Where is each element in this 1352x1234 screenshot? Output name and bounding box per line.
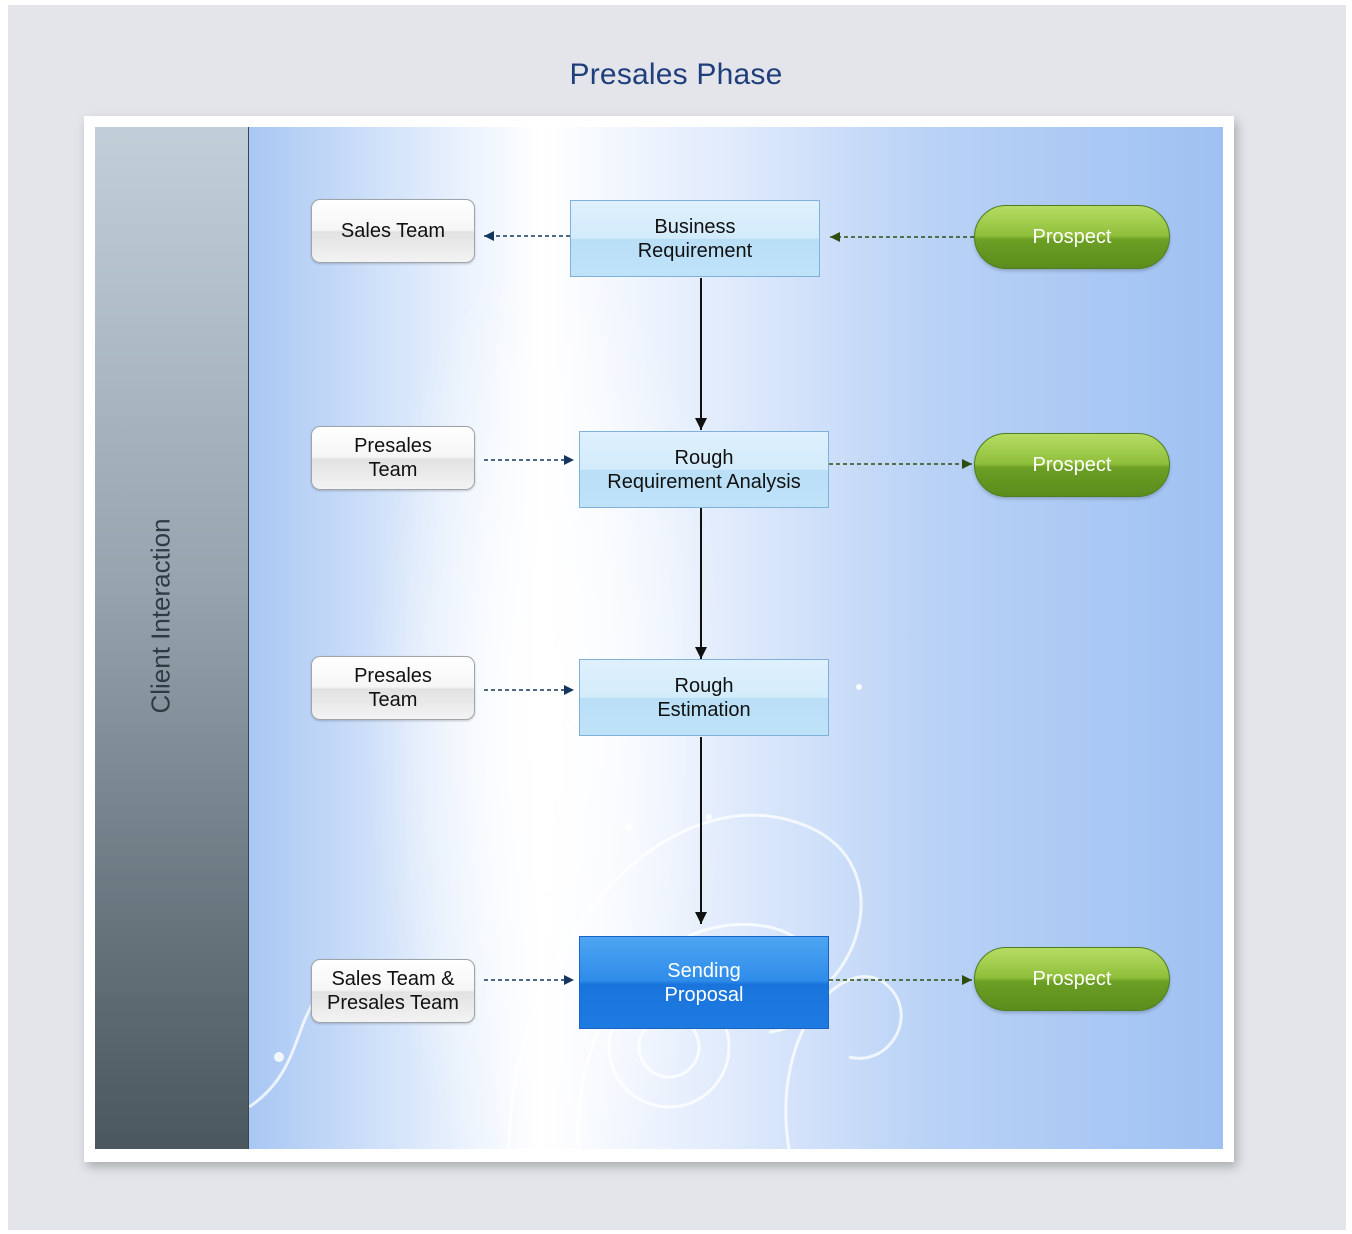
team-presales-team-2: Presales Team: [311, 656, 475, 720]
diagram-title: Presales Phase: [569, 58, 783, 91]
team-sales-team: Sales Team: [311, 199, 475, 263]
prospect-2: Prospect: [974, 433, 1170, 497]
swimlane-header: [95, 127, 249, 1149]
step-business-requirement: Business Requirement: [570, 200, 820, 277]
step-rough-requirement-analysis: Rough Requirement Analysis: [579, 431, 829, 508]
prospect-1: Prospect: [974, 205, 1170, 269]
prospect-3: Prospect: [974, 947, 1170, 1011]
team-sales-and-presales: Sales Team & Presales Team: [311, 959, 475, 1023]
team-presales-team-1: Presales Team: [311, 426, 475, 490]
step-rough-estimation: Rough Estimation: [579, 659, 829, 736]
step-sending-proposal: Sending Proposal: [579, 936, 829, 1029]
